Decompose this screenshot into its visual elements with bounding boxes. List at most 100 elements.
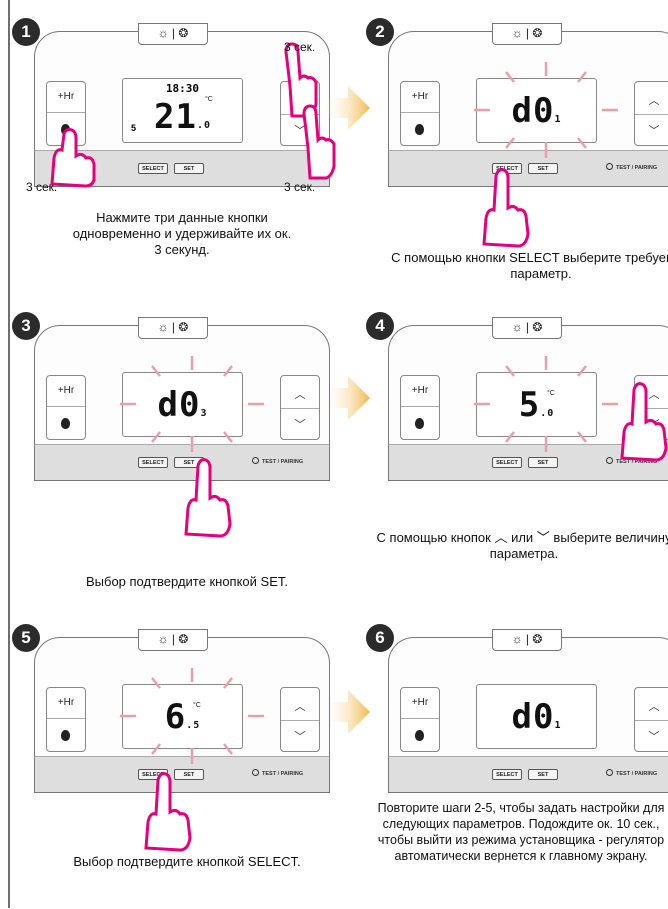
step-caption: С помощью кнопок ︿ или ﹀ выберите величи… (376, 530, 668, 561)
set-button[interactable]: SET (528, 163, 558, 174)
mode-button[interactable]: ☼ | ❂ (492, 317, 562, 339)
lcd-unit: °C (547, 390, 555, 397)
step-number-badge: 2 (366, 18, 394, 46)
step-caption: Повторите шаги 2-5, чтобы задать настрой… (377, 801, 665, 863)
mode-button[interactable]: ☼ | ❂ (138, 629, 208, 651)
arrow-button-panel: ︿ ﹀ (280, 375, 320, 440)
lcd-display: 18:30 21.0 °C 5 (122, 78, 243, 143)
thermostat: ☼ | ❂ +Hr ︿ ﹀ d03 SELECT SET TEST / PAIR… (34, 317, 334, 483)
lcd-main-value: d03 (157, 385, 208, 425)
flame-icon[interactable] (415, 418, 424, 429)
lcd-display: 5.0 °C (476, 372, 597, 437)
plus-hr-button[interactable]: +Hr (411, 91, 429, 102)
step-6: 6 ☼ | ❂ +Hr ︿ ﹀ d01 SELECT SET TEST / PA… (366, 624, 668, 909)
down-arrow-button[interactable]: ﹀ (294, 419, 306, 431)
set-button[interactable]: SET (528, 769, 558, 780)
up-arrow-button[interactable]: ︿ (294, 701, 306, 713)
down-arrow-button[interactable]: ﹀ (294, 125, 306, 137)
lcd-main-value: 6.5 (164, 697, 201, 737)
mode-button[interactable]: ☼ | ❂ (138, 23, 208, 45)
test-pairing-button[interactable]: TEST / PAIRING (606, 457, 657, 465)
lcd-display: d03 (122, 372, 243, 437)
test-pairing-button[interactable]: TEST / PAIRING (252, 769, 303, 777)
up-arrow-button[interactable]: ︿ (294, 389, 306, 401)
arrow-button-panel: ︿ ﹀ (634, 81, 668, 146)
mode-button[interactable]: ☼ | ❂ (492, 629, 562, 651)
left-button-panel: +Hr (400, 687, 440, 752)
pressing-hand-icon (620, 382, 668, 462)
down-arrow-button[interactable]: ﹀ (648, 125, 660, 137)
blink-rays (474, 62, 618, 158)
lcd-display: d01 (476, 78, 597, 143)
next-step-arrow-icon (322, 376, 370, 420)
pressing-hand-icon (482, 168, 530, 248)
step-number-badge: 4 (366, 312, 394, 340)
lcd-display: d01 (476, 684, 597, 749)
plus-hr-button[interactable]: +Hr (57, 91, 75, 102)
lcd-unit: °C (205, 96, 213, 103)
flame-icon[interactable] (61, 418, 70, 429)
up-arrow-button[interactable]: ︿ (648, 701, 660, 713)
thermostat: ☼ | ❂ +Hr ︿ ﹀ 6.5 °C SELECT SET TEST / P… (34, 629, 334, 795)
select-button[interactable]: SELECT (492, 457, 522, 468)
left-frame-line (8, 0, 10, 908)
pressing-hand-icon (284, 42, 318, 118)
step-caption: Выбор подтвердите кнопкой SET. (85, 574, 288, 589)
flame-icon[interactable] (415, 124, 424, 135)
plus-hr-button[interactable]: +Hr (57, 385, 75, 396)
up-arrow-button[interactable]: ︿ (648, 389, 660, 401)
blink-rays (474, 356, 618, 452)
step-number-badge: 3 (12, 312, 40, 340)
step-number-badge: 1 (12, 18, 40, 46)
step-number-badge: 5 (12, 624, 40, 652)
hold-label: 3 сек. (284, 180, 316, 194)
left-button-panel: +Hr (46, 687, 86, 752)
lcd-display: 6.5 °C (122, 684, 243, 749)
test-pairing-button[interactable]: TEST / PAIRING (606, 769, 657, 777)
lcd-time: 18:30 (165, 82, 200, 95)
step-caption: С помощью кнопки SELECT выберите требуем… (391, 250, 668, 281)
thermostat: ☼ | ❂ +Hr ︿ ﹀ d01 SELECT SET TEST / PAIR… (388, 23, 668, 189)
arrow-button-panel: ︿ ﹀ (634, 687, 668, 752)
flame-icon[interactable] (61, 730, 70, 741)
left-button-panel: +Hr (400, 375, 440, 440)
step-1: 1 ☼ | ❂ +Hr ︿ ﹀ 18:30 21.0 °C 5 SELECT S… (12, 18, 342, 303)
flame-icon[interactable] (415, 730, 424, 741)
plus-hr-button[interactable]: +Hr (411, 697, 429, 708)
lcd-main-value: d01 (511, 697, 562, 737)
step-caption: Нажмите три данные кнопки одновременно и… (72, 210, 292, 257)
plus-hr-button[interactable]: +Hr (411, 385, 429, 396)
mode-button[interactable]: ☼ | ❂ (492, 23, 562, 45)
pressing-hand-icon (302, 104, 336, 180)
select-button[interactable]: SELECT (492, 769, 522, 780)
blink-rays (120, 668, 264, 764)
pressing-hand-icon (144, 772, 192, 852)
pressing-hand-icon (50, 128, 96, 188)
down-arrow-button[interactable]: ﹀ (294, 731, 306, 743)
plus-hr-button[interactable]: +Hr (57, 697, 75, 708)
step-caption: Выбор подтвердите кнопкой SELECT. (73, 854, 301, 869)
up-arrow-button[interactable]: ︿ (648, 95, 660, 107)
thermostat: ☼ | ❂ +Hr ︿ ﹀ 5.0 °C SELECT SET TEST / P… (388, 317, 668, 483)
step-4: 4 ☼ | ❂ +Hr ︿ ﹀ 5.0 °C SELECT SET TEST /… (366, 312, 668, 597)
step-5: 5 ☼ | ❂ +Hr ︿ ﹀ 6.5 °C SELECT SET TEST /… (12, 624, 342, 909)
lcd-main-value: d01 (511, 91, 562, 131)
set-button[interactable]: SET (174, 163, 204, 174)
hold-label: 3 сек. (284, 40, 316, 54)
set-button[interactable]: SET (174, 769, 204, 780)
left-button-panel: +Hr (400, 81, 440, 146)
select-button[interactable]: SELECT (138, 457, 168, 468)
down-arrow-button[interactable]: ﹀ (648, 731, 660, 743)
test-pairing-button[interactable]: TEST / PAIRING (252, 457, 303, 465)
lcd-program: 5 (131, 123, 137, 133)
step-3: 3 ☼ | ❂ +Hr ︿ ﹀ d03 SELECT SET TEST / PA… (12, 312, 342, 597)
select-button[interactable]: SELECT (138, 163, 168, 174)
lcd-main-value: 21.0 (154, 97, 211, 137)
test-pairing-button[interactable]: TEST / PAIRING (606, 163, 657, 171)
set-button[interactable]: SET (528, 457, 558, 468)
hold-label: 3 сек. (26, 180, 58, 194)
mode-button[interactable]: ☼ | ❂ (138, 317, 208, 339)
pressing-hand-icon (184, 458, 232, 538)
left-button-panel: +Hr (46, 375, 86, 440)
lcd-unit: °C (193, 702, 201, 709)
